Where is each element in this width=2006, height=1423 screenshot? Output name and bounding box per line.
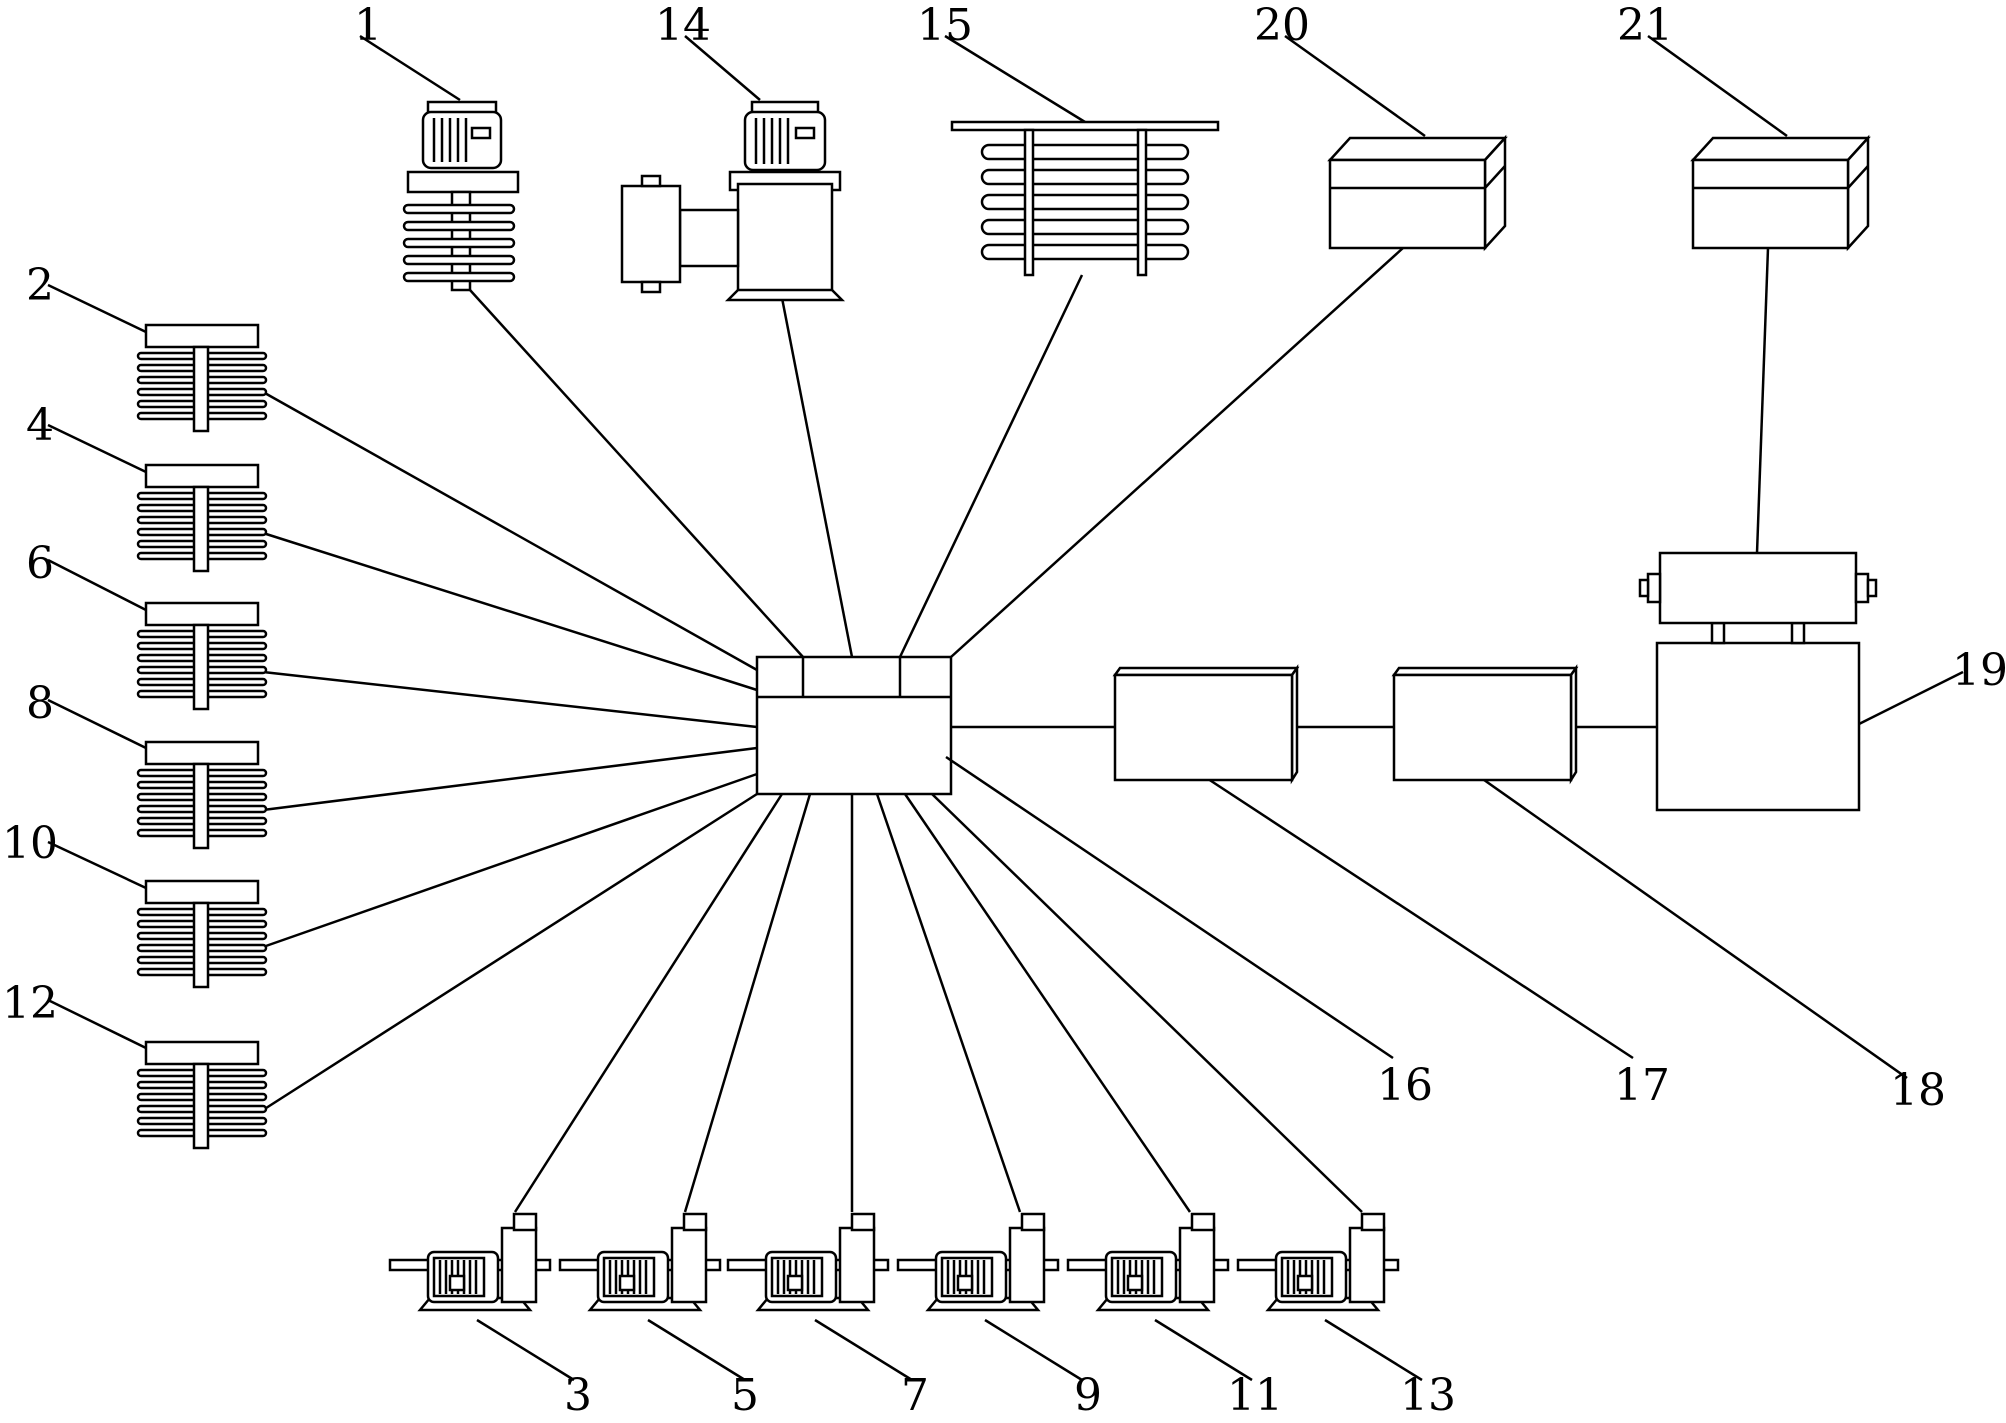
wire-9 (875, 793, 1022, 1213)
label-6: 6 (26, 538, 54, 589)
label-13: 13 (1400, 1370, 1456, 1421)
wire-11 (903, 793, 1192, 1213)
wire-1 (469, 289, 804, 658)
wire-12 (262, 792, 758, 1112)
label-21: 21 (1617, 0, 1673, 51)
box-unit-17 (1391, 664, 1579, 785)
wire-21 (1755, 247, 1770, 554)
label-8: 8 (26, 678, 54, 729)
label-20: 20 (1254, 0, 1310, 51)
agitator-2 (136, 323, 268, 433)
wire-14 (780, 297, 854, 658)
pump-motor-3 (388, 1212, 552, 1312)
label-9: 9 (1074, 1370, 1102, 1421)
agitator-8 (136, 740, 268, 850)
label-5: 5 (731, 1370, 759, 1421)
pump-motor-5 (558, 1212, 722, 1312)
agitator-10 (136, 879, 268, 989)
label-14: 14 (655, 0, 711, 51)
label-15: 15 (917, 0, 973, 51)
pump-motor-13 (1236, 1212, 1400, 1312)
label-18: 18 (1890, 1065, 1946, 1116)
label-1: 1 (354, 0, 382, 51)
label-11: 11 (1227, 1370, 1283, 1421)
agitator-12 (136, 1040, 268, 1150)
agitator-6 (136, 601, 268, 711)
motor-unit-14 (620, 100, 846, 302)
label-3: 3 (564, 1370, 592, 1421)
wire-13 (931, 793, 1363, 1213)
coil-unit-15 (950, 120, 1220, 277)
wire-4 (262, 531, 758, 692)
label-19: 19 (1952, 645, 2006, 696)
wire-10 (262, 772, 758, 949)
wire-2 (262, 390, 758, 672)
label-2: 2 (26, 260, 54, 311)
mixer-motor-1 (402, 100, 520, 292)
wire-6 (262, 670, 758, 729)
agitator-4 (136, 463, 268, 573)
box-unit-21 (1690, 134, 1871, 252)
wire-3 (513, 793, 784, 1213)
leader-lines (47, 34, 1964, 1382)
label-7: 7 (901, 1370, 929, 1421)
label-17: 17 (1614, 1060, 1670, 1111)
label-16: 16 (1377, 1060, 1433, 1111)
wire-5 (683, 793, 812, 1213)
wire-15 (898, 274, 1084, 658)
central-controller (755, 655, 953, 796)
machine-unit-19 (1638, 551, 1878, 812)
pump-motor-11 (1066, 1212, 1230, 1312)
wire-20 (950, 247, 1404, 658)
box-unit-16 (1112, 664, 1300, 785)
wire-8 (262, 746, 758, 812)
pump-motor-7 (726, 1212, 890, 1312)
box-unit-20 (1327, 134, 1508, 252)
label-10: 10 (2, 818, 58, 869)
label-4: 4 (26, 400, 54, 451)
label-12: 12 (2, 978, 58, 1029)
connection-wires (262, 247, 1770, 1213)
pump-motor-9 (896, 1212, 1060, 1312)
